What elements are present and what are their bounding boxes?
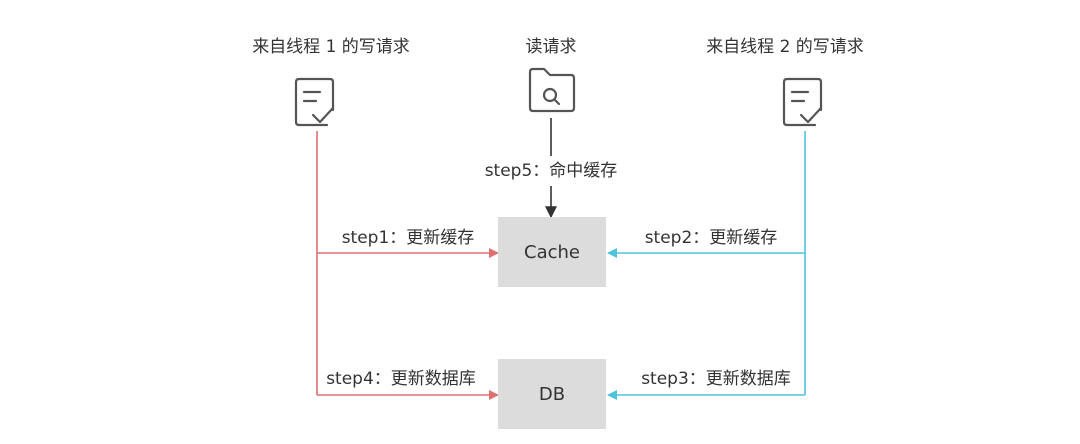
thread1-connector — [316, 131, 499, 400]
db-box — [498, 359, 606, 429]
thread2-connector — [607, 131, 806, 400]
thread1-title: 来自线程 1 的写请求 — [252, 37, 410, 57]
thread2-title: 来自线程 2 的写请求 — [706, 37, 864, 57]
step1-label: step1：更新缓存 — [342, 228, 475, 248]
document-check-icon — [782, 77, 823, 127]
read-title: 读请求 — [526, 37, 577, 57]
folder-search-icon — [528, 67, 576, 113]
cache-box — [498, 217, 606, 287]
step3-label: step3：更新数据库 — [641, 369, 791, 389]
step2-label: step2：更新缓存 — [645, 228, 778, 248]
step4-label: step4：更新数据库 — [326, 369, 476, 389]
step5-label: step5：命中缓存 — [485, 161, 618, 181]
db-label: DB — [539, 384, 565, 405]
document-check-icon — [294, 77, 335, 127]
cache-label: Cache — [524, 242, 580, 263]
